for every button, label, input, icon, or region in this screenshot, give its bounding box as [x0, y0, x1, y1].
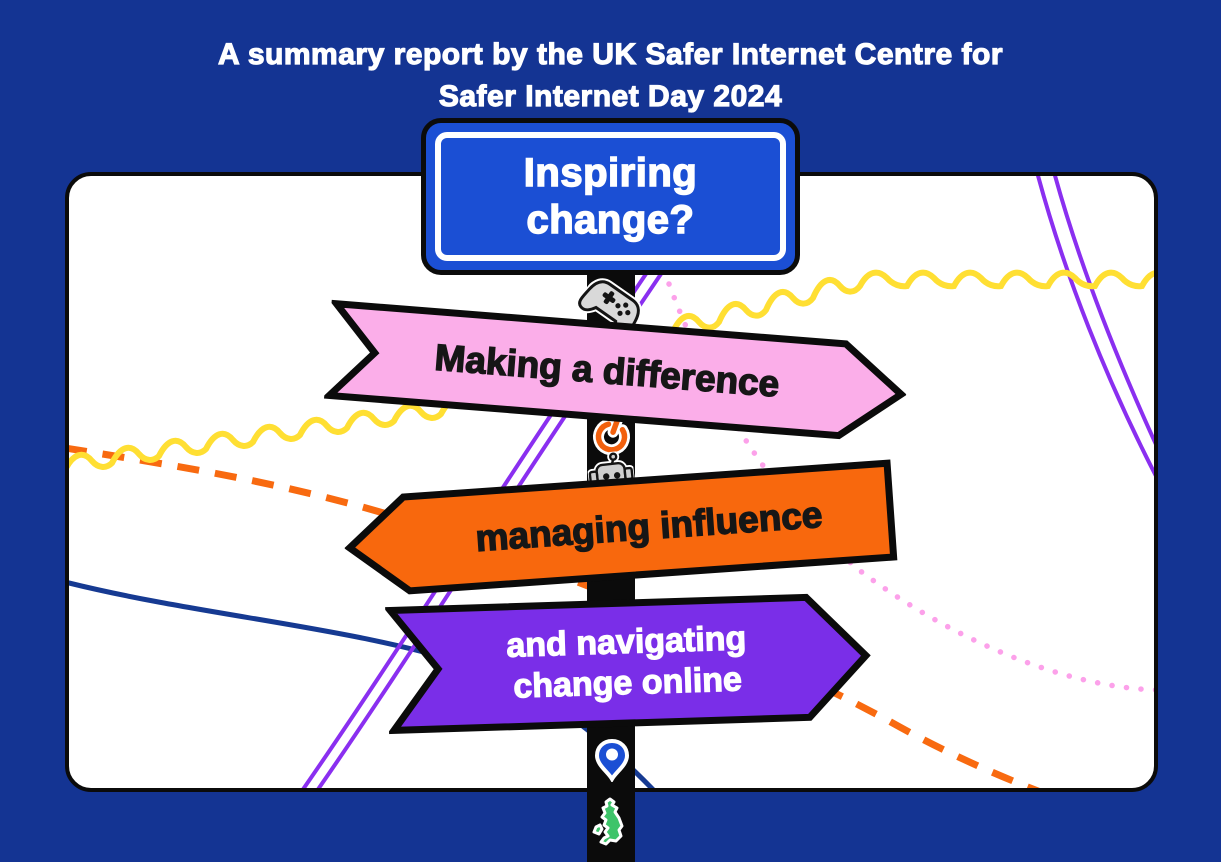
purple-double-line-left — [301, 226, 679, 788]
page-title: A summary report by the UK Safer Interne… — [0, 34, 1221, 118]
yellow-wave-right — [622, 269, 1154, 349]
game-controller-icon — [568, 264, 654, 350]
orange-dashed-line — [69, 445, 1040, 788]
purple-double-line-left-2 — [316, 226, 694, 788]
yellow-wave-left — [69, 396, 468, 470]
page-title-line2: Safer Internet Day 2024 — [438, 79, 783, 113]
sign-managing-influence: managing influence — [341, 458, 899, 600]
top-sign-line2: change? — [526, 197, 695, 243]
top-sign-line1: Inspiring — [523, 150, 698, 196]
location-pin-icon — [594, 738, 630, 784]
sign-making-a-difference: Making a difference — [323, 298, 910, 445]
sign-inner-panel: Inspiring change? — [435, 132, 786, 261]
purple-double-line-right-2 — [1053, 176, 1154, 445]
sign-navigating-change: and navigating change online — [385, 590, 873, 735]
purple-double-line-right — [1036, 176, 1154, 477]
page-title-line1: A summary report by the UK Safer Interne… — [217, 37, 1004, 71]
sign-label-line2: change online — [512, 660, 743, 706]
sign-inspiring-change: Inspiring change? — [421, 118, 800, 275]
uk-map-icon — [588, 796, 630, 852]
sign-label: and navigating change online — [385, 590, 873, 735]
